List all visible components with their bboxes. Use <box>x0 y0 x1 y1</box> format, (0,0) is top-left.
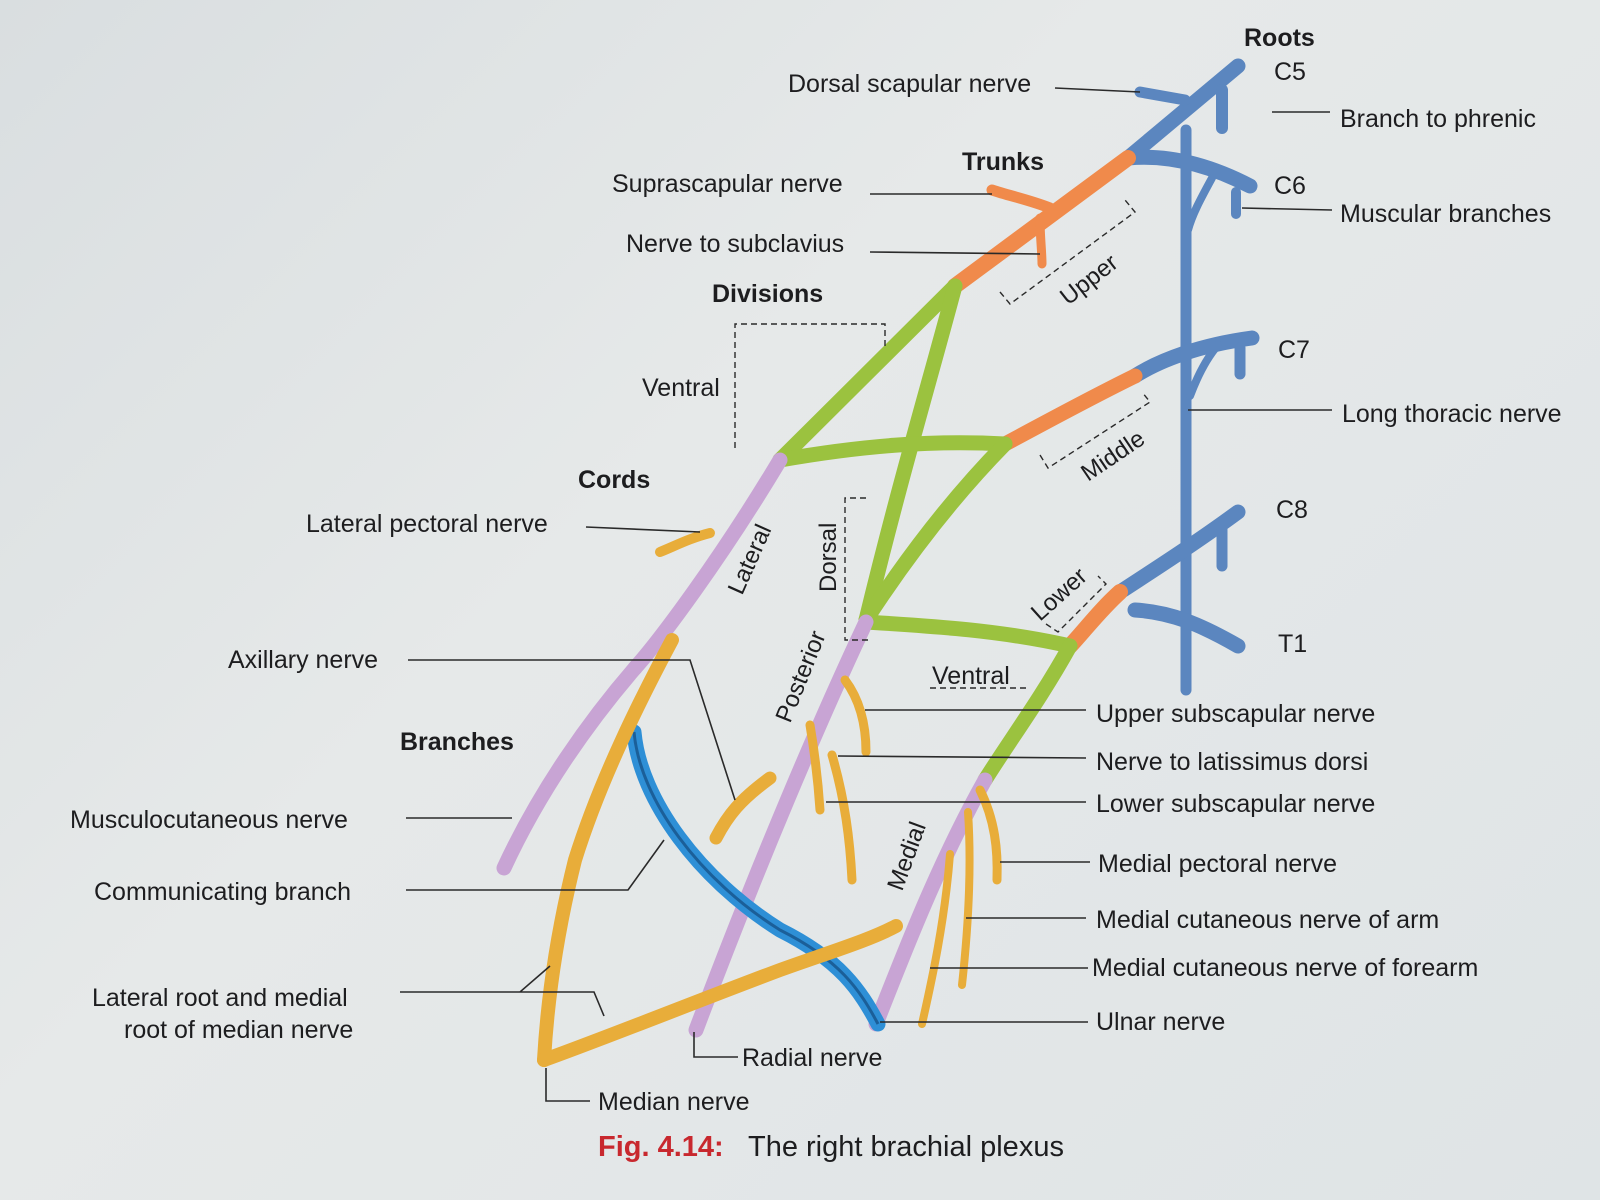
label-subclavius: Nerve to subclavius <box>626 230 844 258</box>
musculocutaneous-branch <box>496 660 643 876</box>
division-label-ventral-top: Ventral <box>642 374 720 402</box>
middle-trunk-bracket <box>1039 391 1152 469</box>
lower-subscapular-br <box>827 750 857 885</box>
label-ulnar: Ulnar nerve <box>1096 1008 1225 1036</box>
latissimus-br <box>805 720 825 815</box>
middle-ventral-div <box>772 435 1013 468</box>
label-median: Median nerve <box>598 1088 749 1116</box>
root-c8 <box>1112 504 1246 600</box>
dorsal-scapular-stub <box>1134 86 1191 106</box>
label-lateral-pectoral: Lateral pectoral nerve <box>306 510 548 538</box>
caption-text: The right brachial plexus <box>748 1131 1064 1163</box>
trunks-group <box>947 150 1143 654</box>
label-medial-pectoral: Medial pectoral nerve <box>1098 850 1337 878</box>
c7-long-thoracic-twig <box>1186 341 1222 400</box>
ulnar-communicating-highlight <box>632 731 880 1025</box>
middle-dorsal-div <box>858 436 1013 628</box>
medial-pectoral-br <box>975 785 1002 885</box>
label-muscular-branches: Muscular branches <box>1340 200 1551 228</box>
lateral-pectoral-stub <box>655 528 715 557</box>
divisions-box <box>734 323 886 448</box>
lower-dorsal-div <box>858 614 1078 654</box>
axillary-nerve <box>709 771 777 845</box>
root-t1 <box>1127 602 1246 654</box>
label-axillary: Axillary nerve <box>228 646 378 674</box>
branches-heading: Branches <box>400 728 514 756</box>
label-upper-subscapular: Upper subscapular nerve <box>1096 700 1375 728</box>
root-c7 <box>1127 330 1260 384</box>
label-musculocutaneous: Musculocutaneous nerve <box>70 806 348 834</box>
cords-heading: Cords <box>578 466 650 494</box>
roots-heading: Roots <box>1244 24 1315 52</box>
label-radial: Radial nerve <box>742 1044 882 1072</box>
middle-trunk <box>997 368 1143 452</box>
dorsal-box <box>844 497 870 641</box>
suprascapular-stub <box>986 184 1056 214</box>
label-communicating: Communicating branch <box>94 878 351 906</box>
trunk-label-lower: Lower <box>1026 563 1093 627</box>
division-label-ventral-bottom: Ventral <box>932 662 1010 690</box>
lower-trunk <box>1062 584 1128 654</box>
label-med-cut-forearm: Medial cutaneous nerve of forearm <box>1092 954 1478 982</box>
subclavius-stub <box>1035 213 1047 269</box>
label-suprascapular: Suprascapular nerve <box>612 170 843 198</box>
label-latissimus: Nerve to latissimus dorsi <box>1096 748 1368 776</box>
label-median-roots-2: root of median nerve <box>124 1016 353 1044</box>
roots-group <box>1112 58 1260 696</box>
upper-subscapular-br <box>840 675 871 757</box>
root-label-t1: T1 <box>1278 630 1307 658</box>
lateral-cord <box>627 452 788 676</box>
trunks-heading: Trunks <box>962 148 1044 176</box>
upper-trunk-bracket <box>999 199 1137 305</box>
divisions-group <box>772 278 1078 788</box>
medial-root-median <box>537 919 903 1067</box>
upper-dorsal-div <box>858 278 963 628</box>
trunk-label-middle: Middle <box>1076 425 1150 487</box>
dashed-guides <box>734 199 1152 689</box>
caption-fig-number: Fig. 4.14: <box>598 1131 724 1163</box>
root-c5 <box>1120 58 1246 166</box>
divisions-heading: Divisions <box>712 280 823 308</box>
branches-group <box>537 528 1002 1067</box>
root-label-c8: C8 <box>1276 496 1308 524</box>
lower-ventral-div <box>977 638 1078 788</box>
upper-ventral-div <box>772 278 963 468</box>
c6-long-thoracic-twig <box>1184 174 1216 234</box>
label-long-thoracic: Long thoracic nerve <box>1342 400 1562 428</box>
posterior-cord <box>688 614 874 1038</box>
med-cut-arm-br <box>958 808 974 989</box>
trunk-label-upper: Upper <box>1055 249 1123 311</box>
leader-lines <box>400 87 1333 1102</box>
label-branch-to-phrenic: Branch to phrenic <box>1340 105 1536 133</box>
label-dorsal-scapular: Dorsal scapular nerve <box>788 70 1031 98</box>
med-cut-forearm-br <box>918 850 954 1028</box>
cord-label-medial: Medial <box>882 818 932 894</box>
division-label-dorsal: Dorsal <box>815 523 842 592</box>
label-median-roots-1: Lateral root and medial <box>92 984 348 1012</box>
root-label-c7: C7 <box>1278 336 1310 364</box>
root-label-c5: C5 <box>1274 58 1306 86</box>
root-label-c6: C6 <box>1274 172 1306 200</box>
label-lower-subscapular: Lower subscapular nerve <box>1096 790 1375 818</box>
label-med-cut-arm: Medial cutaneous nerve of arm <box>1096 906 1439 934</box>
